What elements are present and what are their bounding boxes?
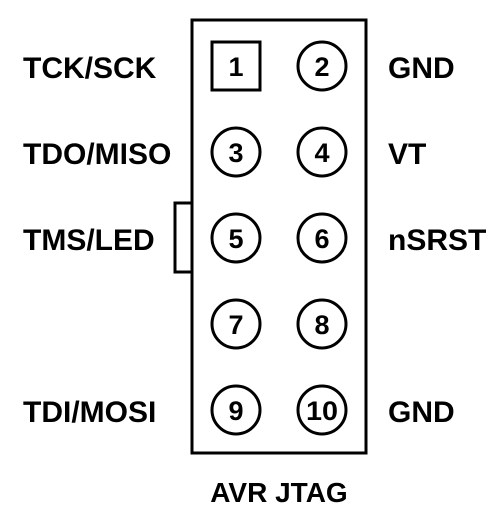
- pin-8-number: 8: [314, 310, 329, 340]
- pin-3-label: TDO/MISO: [23, 138, 171, 171]
- pin-1-marker: [210, 40, 262, 92]
- pin-4-marker: [296, 126, 348, 178]
- pin-2-label: GND: [388, 52, 455, 85]
- pin-1-label: TCK/SCK: [23, 52, 157, 85]
- pin-9-marker: [210, 384, 262, 436]
- pin-2-number: 2: [314, 52, 329, 82]
- pin-5-label: TMS/LED: [23, 224, 155, 257]
- pin-3-number: 3: [228, 138, 243, 168]
- pin-6-marker: [296, 212, 348, 264]
- pin-2-marker: [296, 40, 348, 92]
- pin-3-marker: [210, 126, 262, 178]
- pin-1-number: 1: [228, 52, 243, 82]
- diagram-title: AVR JTAG: [210, 477, 347, 508]
- connector-body: [190, 18, 368, 455]
- pin-10-label: GND: [388, 396, 455, 429]
- pin-6-label: nSRST: [388, 224, 486, 257]
- pin-7-marker: [210, 298, 262, 350]
- pin-9-number: 9: [228, 396, 243, 426]
- pin-9-label: TDI/MOSI: [23, 396, 156, 429]
- pin-8-marker: [296, 298, 348, 350]
- pin-10-marker: [296, 384, 348, 436]
- pin-10-number: 10: [306, 396, 338, 426]
- pin-5-marker: [210, 212, 262, 264]
- pin-4-label: VT: [388, 138, 426, 171]
- pin-7-number: 7: [228, 310, 243, 340]
- pin-4-number: 4: [314, 138, 329, 168]
- pin-5-number: 5: [228, 224, 243, 254]
- pin-6-number: 6: [314, 224, 329, 254]
- key-notch: [173, 201, 192, 274]
